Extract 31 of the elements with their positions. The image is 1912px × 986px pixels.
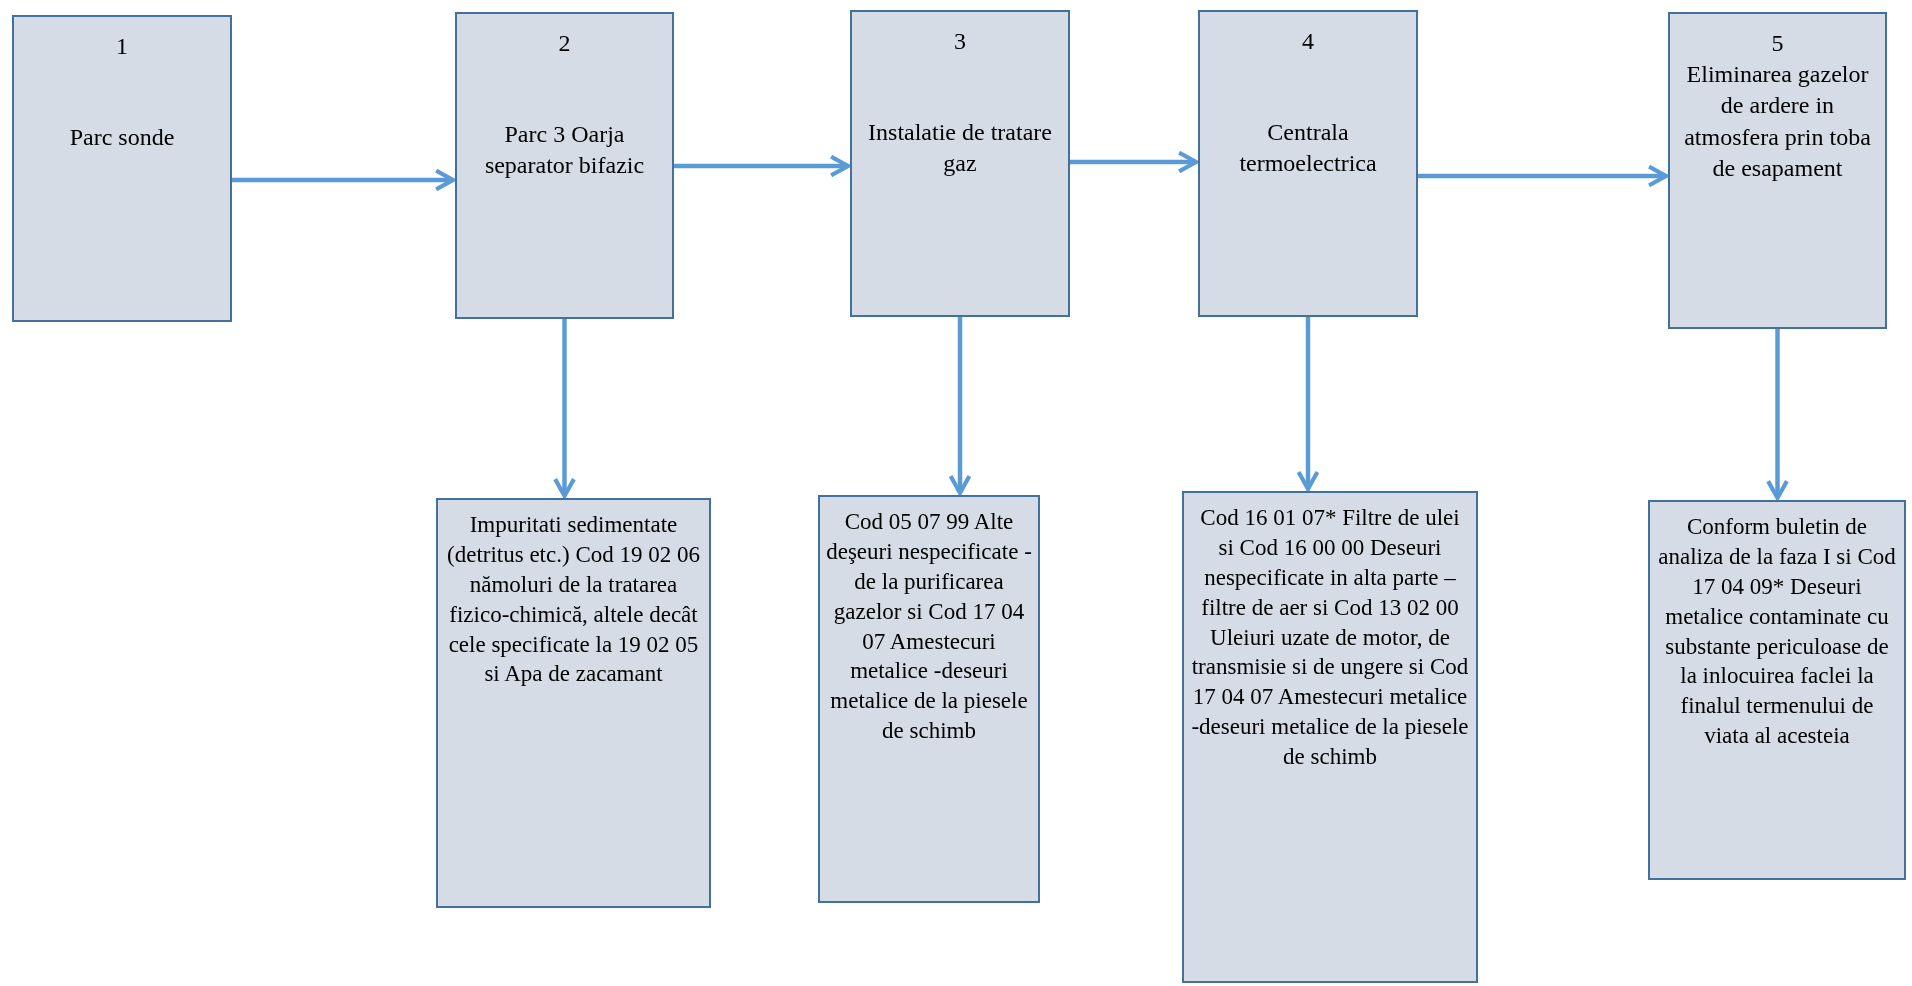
box-label: Cod 16 01 07* Filtre de ulei si Cod 16 00 00 Deseuri nespecificate in alta parte – filtre de aer si Cod 13 02 00 Uleiuri uzate de motor, de transmisie si de ungere si Cod 17 04 07 Amestecuri metalice -deseuri metalice de la piesele de schimb [1190,504,1470,772]
arrow [1418,164,1669,188]
step-number: 1 [116,32,128,61]
box-label: Parc sonde [69,123,175,153]
process-box [12,15,232,322]
step-number: 3 [954,27,966,56]
arrow [948,317,972,496]
process-box [1198,10,1418,317]
process-box [850,10,1070,317]
arrow [1296,317,1320,492]
process-box [436,498,711,908]
box-label: Instalatie de tratare gaz [867,118,1053,179]
step-number: 5 [1771,29,1784,58]
arrow [674,154,851,178]
arrow [553,319,576,499]
step-number: 4 [1302,27,1314,56]
process-box [455,12,674,319]
arrow [1766,329,1789,501]
process-box [1668,12,1887,329]
box-label: Impuritati sedimentate (detritus etc.) Cod 19 02 06 nămoluri de la tratarea fizico-chimică, altele decât cele specificate la 19 02 05 si Apa de zacamant [446,511,701,689]
box-label: Eliminarea gazelor de ardere in atmosfera prin toba de esapament [1683,60,1872,183]
box-label: Cod 05 07 99 Alte deşeuri nespecificate - de la purificarea gazelor si Cod 17 04 07 Amestecuri metalice -deseuri metalice de la piesele de schimb [826,508,1032,746]
arrow [1070,150,1199,174]
process-box [1648,500,1906,880]
process-box [818,495,1040,903]
box-label: Conform buletin de analiza de la faza I si Cod 17 04 09* Deseuri metalice contaminate cu substante periculoase de la inlocuirea faclei la finalul termenului de viata al acesteia [1657,513,1897,751]
process-box [1182,491,1478,983]
arrow [232,168,456,192]
box-label: Parc 3 Oarja separator bifazic [483,120,646,181]
step-number: 2 [558,29,571,58]
box-label: Centrala termoelectrica [1238,118,1378,179]
